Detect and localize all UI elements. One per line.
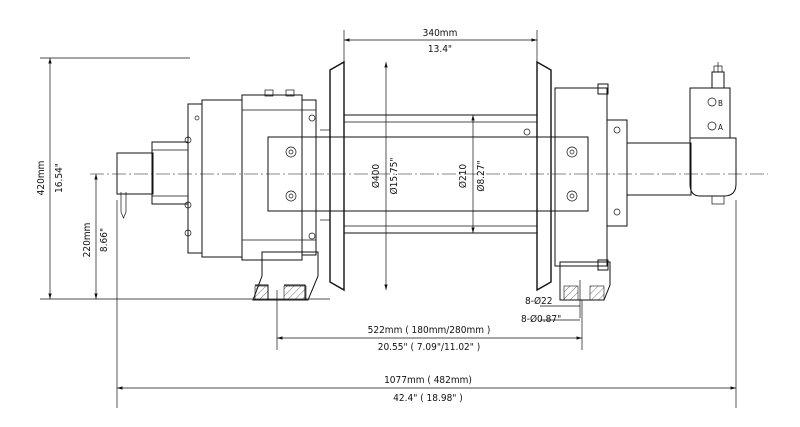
dim-mount-holes-inch: 8-Ø0.87": [521, 313, 561, 325]
dim-overall-height-mm: 420mm: [36, 161, 47, 196]
right-drum-flange: [536, 60, 552, 292]
dim-drum-diameter-inch: Ø8.27": [475, 160, 487, 191]
dim-mount-holes: 8-Ø22 8-Ø0.87": [521, 295, 580, 325]
dim-flange-diameter: Ø400 Ø15.75": [370, 61, 400, 290]
dim-overall-length-mm: 1077mm ( 482mm): [384, 375, 472, 386]
valve-port-a: A: [718, 123, 723, 132]
dim-drum-width-inch: 13.4": [428, 44, 452, 55]
hydraulic-motor: [116, 99, 243, 258]
dim-flange-diameter-mm: Ø400: [370, 164, 382, 189]
dim-center-height: 220mm 8.66": [82, 174, 110, 299]
dim-overall-height: 420mm 16.54": [36, 57, 190, 300]
right-mounting-foot: [559, 261, 611, 318]
left-drum-flange: [320, 60, 345, 292]
right-end-support: [554, 83, 628, 271]
gear-housing: [241, 89, 317, 261]
dim-overall-length-inch: 42.4" ( 18.98" ): [393, 393, 463, 404]
dim-mount-spacing-inch: 20.55" ( 7.09"/11.02" ): [378, 342, 481, 353]
tie-bar-frame: [267, 136, 589, 212]
dim-overall-length: 1077mm ( 482mm) 42.4" ( 18.98" ): [116, 200, 737, 408]
dim-center-height-mm: 220mm: [82, 223, 93, 258]
dim-drum-width: 340mm 13.4": [343, 28, 538, 62]
drum-barrel: [344, 114, 537, 234]
dim-drum-width-mm: 340mm: [423, 28, 458, 39]
dim-overall-height-inch: 16.54": [54, 163, 65, 193]
dim-drum-diameter-mm: Ø210: [457, 164, 469, 189]
dim-drum-diameter: Ø210 Ø8.27": [457, 115, 487, 233]
valve-block: B A: [626, 62, 737, 205]
dim-flange-diameter-inch: Ø15.75": [388, 158, 400, 195]
valve-port-b: B: [718, 99, 723, 108]
dim-mount-holes-mm: 8-Ø22: [525, 295, 553, 307]
dim-center-height-inch: 8.66": [99, 228, 110, 252]
left-mounting-foot: [252, 251, 319, 301]
dim-mount-spacing: 522mm ( 180mm/280mm ) 20.55" ( 7.09"/11.…: [276, 290, 583, 353]
dim-mount-spacing-mm: 522mm ( 180mm/280mm ): [368, 325, 491, 336]
